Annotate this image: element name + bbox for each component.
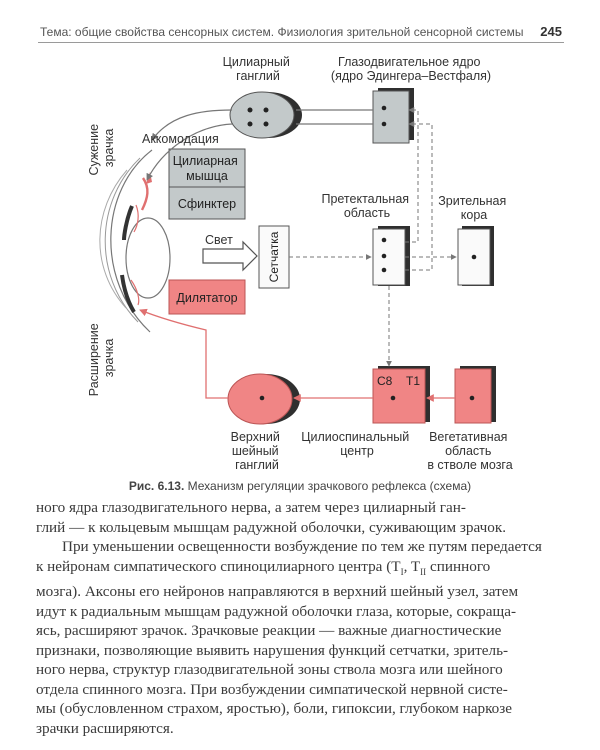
label-retina: Сетчатка [267, 231, 281, 282]
label-superior-cervical-ganglion: Верхний шейный ганглий [231, 430, 284, 472]
light-arrow [202, 240, 258, 272]
label-visual-cortex: Зрительная кора [438, 194, 510, 222]
label-dilator: Дилятатор [176, 291, 237, 305]
sphincter-box [168, 186, 246, 220]
figure-caption: Рис. 6.13. Механизм регуляции зрачкового… [0, 479, 600, 493]
ciliary-ganglion [229, 91, 302, 139]
label-ciliospinal-center: Цилиоспинальный центр [301, 430, 412, 458]
text-line: мозга). Аксоны его нейронов направляются… [36, 583, 519, 601]
label-autonomic-area: Вегетативная область в стволе мозга [427, 430, 512, 472]
text-line: ного ядра глазодвигательного нерва, а за… [36, 499, 466, 516]
eye-schematic [99, 149, 171, 333]
text-line: к нейронам симпатического спиноцилиарног… [36, 557, 491, 577]
running-title: Тема: общие свойства сенсорных систем. Ф… [40, 25, 524, 39]
text-line: глий — к кольцевым мышцам радужной оболо… [36, 518, 506, 536]
label-sphincter: Сфинктер [178, 197, 236, 211]
pretectal-box [372, 228, 406, 286]
label-t1: T1 [406, 374, 420, 388]
text-line: идут к радиальным мышцам радужной оболоч… [36, 602, 516, 620]
oculomotor-nucleus-box [372, 90, 410, 144]
label-light: Свет [205, 233, 233, 247]
label-ciliary-muscle: Цилиарная мышца [173, 154, 242, 183]
caption-label: Рис. 6.13. [128, 479, 185, 493]
ciliary-muscle-fibers [140, 177, 149, 211]
body-text: ного ядра глазодвигательного нерва, а за… [36, 498, 566, 738]
ciliospinal-box [372, 368, 426, 424]
running-head: Тема: общие свойства сенсорных систем. Ф… [38, 24, 564, 43]
text-line: отдела спинного мозга. При возбуждении с… [36, 680, 508, 698]
text-line: ясь, расширяют зрачок. Зрачковые реакции… [36, 622, 502, 640]
label-ciliary-ganglion: Цилиарный ганглий [223, 55, 294, 83]
text-line: При уменьшении освещенности возбуждение … [62, 538, 542, 555]
label-pupil-constriction: Сужение зрачка [87, 120, 116, 175]
page-number: 245 [540, 24, 562, 39]
text-line: признаки, позволяющие выявить нарушения … [36, 641, 509, 659]
label-pupil-dilation: Расширение зрачка [87, 320, 116, 396]
label-pretectal-area: Претектальная область [321, 192, 412, 220]
lens [125, 217, 171, 299]
dilator-box [168, 279, 246, 315]
text-line: мы (обусловленном страхом, яростью), бол… [36, 700, 513, 718]
label-oculomotor-nucleus: Глазодвигательное ядро (ядро Эдингера–Ве… [331, 55, 491, 83]
text-line: зрачки расширяются. [36, 719, 174, 737]
label-c8: C8 [377, 374, 393, 388]
caption-text: Механизм регуляции зрачкового рефлекса (… [187, 479, 472, 493]
pupillary-reflex-diagram: Цилиарный ганглий Глазодвигательное ядро… [87, 55, 513, 472]
text-line: ного нерва, структур глазодвигательной з… [36, 661, 503, 679]
label-accommodation: Аккомодация [142, 132, 219, 146]
